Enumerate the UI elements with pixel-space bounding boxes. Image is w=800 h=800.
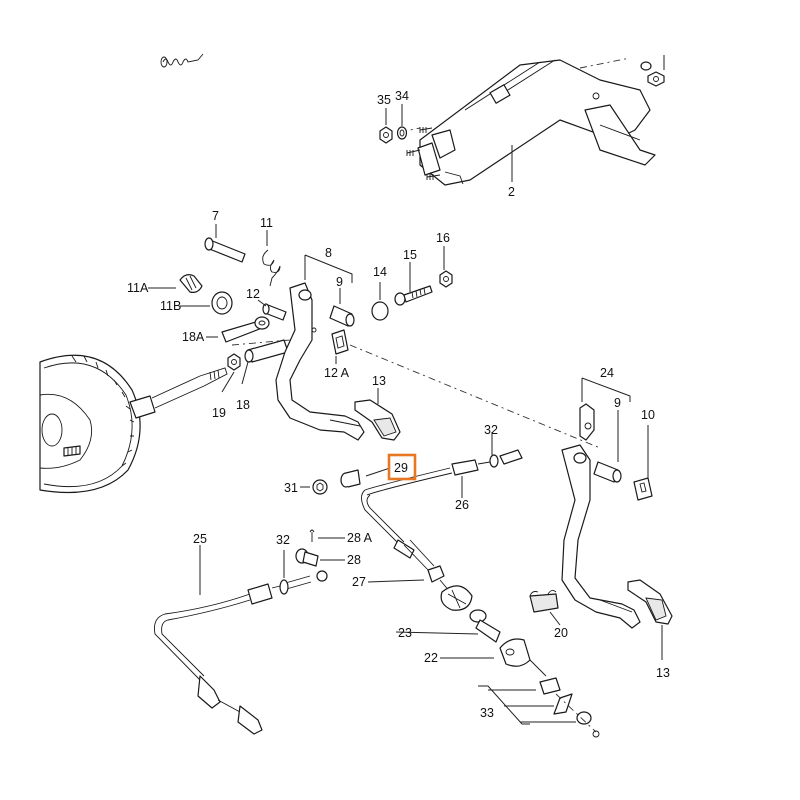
callout-18a: 18A	[182, 330, 205, 344]
callout-11: 11	[260, 216, 273, 230]
callout-27: 27	[352, 575, 366, 589]
callout-7: 7	[212, 209, 219, 223]
spring-11	[262, 249, 281, 287]
clip-10	[633, 477, 653, 501]
callout-32-lower: 32	[276, 533, 290, 547]
callout-13-lower: 13	[656, 666, 670, 680]
spring-11a	[179, 274, 203, 293]
cap-14	[371, 301, 389, 321]
clutch-pedal	[561, 403, 641, 629]
callout-26: 26	[455, 498, 469, 512]
pin-12	[262, 303, 287, 321]
callout-8: 8	[325, 246, 332, 260]
callout-9-upper: 9	[336, 275, 343, 289]
callout-11b: 11B	[160, 299, 181, 313]
pedal-pad-13-upper	[354, 399, 401, 441]
spring-top-left	[160, 53, 204, 68]
washer-34	[396, 126, 408, 140]
washer-32-lower	[279, 579, 289, 595]
callout-labels: 35 34 2 7 11 8 14 15 16 11A 11B 12 9 18A…	[127, 89, 670, 720]
bushing-11b	[211, 291, 233, 315]
callout-23: 23	[398, 626, 412, 640]
grommet-28	[295, 548, 319, 567]
nut-19	[227, 353, 241, 371]
clip-12a	[331, 329, 349, 355]
adjuster-27	[427, 565, 473, 611]
nut-35	[379, 126, 393, 144]
bolt-15	[394, 285, 433, 306]
callout-28: 28	[347, 553, 361, 567]
callout-34: 34	[395, 89, 409, 103]
cable-25	[154, 570, 328, 735]
callout-31: 31	[284, 481, 298, 495]
callout-32-upper: 32	[484, 423, 498, 437]
callout-10: 10	[641, 408, 655, 422]
callout-20: 20	[554, 626, 568, 640]
callout-11a: 11A	[127, 281, 149, 295]
pedal-pad-13-lower	[627, 579, 673, 625]
callout-14: 14	[373, 265, 387, 279]
callout-12: 12	[246, 287, 260, 301]
callout-24: 24	[600, 366, 614, 380]
callout-13-upper: 13	[372, 374, 386, 388]
nut-16	[439, 270, 453, 288]
washer-31	[312, 479, 328, 495]
brake-servo	[39, 354, 228, 493]
callout-19: 19	[212, 406, 226, 420]
bushing-9-upper	[329, 305, 355, 327]
callout-2: 2	[508, 185, 515, 199]
parts-set-33	[539, 677, 600, 738]
callout-15: 15	[403, 248, 417, 262]
pin-7	[204, 237, 246, 263]
clevis-18a	[221, 316, 270, 343]
brake-pedal	[275, 282, 365, 441]
callout-22: 22	[424, 651, 438, 665]
pad-20	[529, 589, 559, 613]
callout-29: 29	[394, 461, 408, 475]
callout-25: 25	[193, 532, 207, 546]
clutch-cable-26	[361, 449, 523, 573]
callout-18: 18	[236, 398, 250, 412]
lever-22	[499, 638, 547, 677]
callout-12a: 12 A	[324, 366, 350, 380]
pin-28a	[309, 529, 315, 542]
callout-16: 16	[436, 231, 450, 245]
callout-28a: 28 A	[347, 531, 373, 545]
highlight-box	[387, 453, 417, 481]
callout-9-lower: 9	[614, 396, 621, 410]
bushing-29	[340, 469, 361, 488]
callout-35: 35	[377, 93, 391, 107]
bushing-9-lower	[593, 461, 622, 483]
callout-33: 33	[480, 706, 494, 720]
sleeve-23	[469, 609, 501, 643]
pedal-bracket	[399, 55, 665, 186]
